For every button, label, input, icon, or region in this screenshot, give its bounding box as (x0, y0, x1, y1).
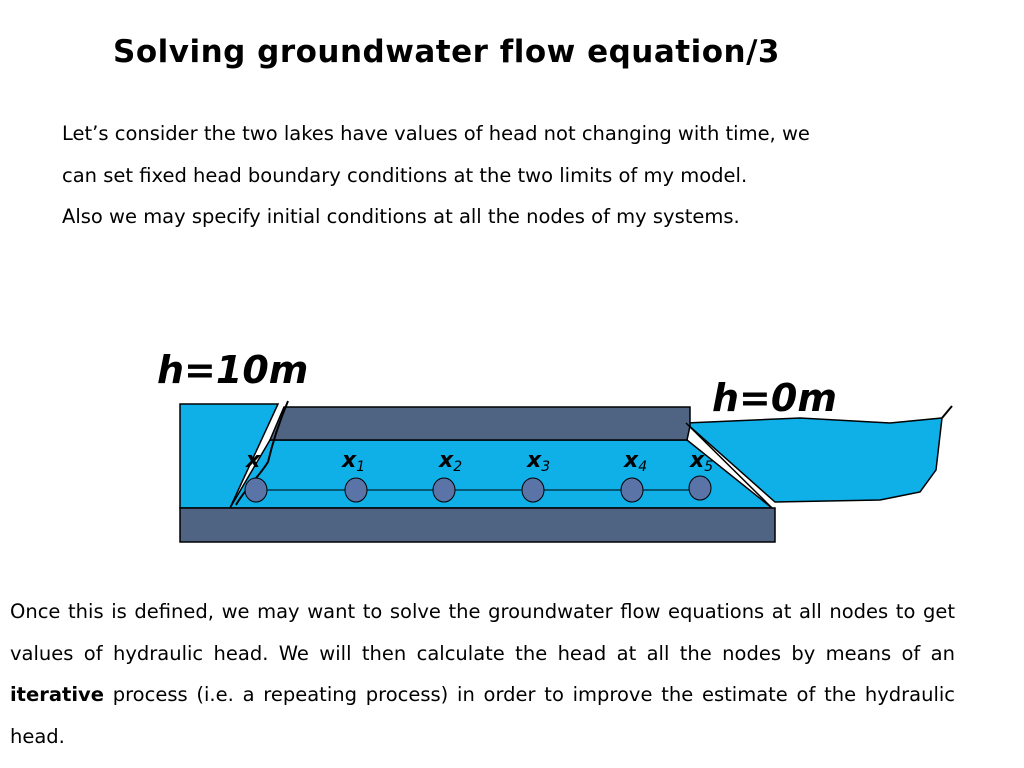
right-lake (684, 417, 943, 503)
outro-text-part-2: process (i.e. a repeating process) in or… (10, 683, 955, 748)
node-2 (432, 477, 456, 503)
node-label-1: x1 (341, 448, 365, 475)
node-label-3-var: x (526, 448, 542, 473)
node-label-2-sub: 2 (453, 459, 462, 475)
node-label-1-var: x (341, 448, 357, 473)
outro-text-part-1: Once this is defined, we may want to sol… (10, 600, 955, 665)
aquifer-diagram: x x1 x2 x3 x4 x5 h=10m h=0m (157, 348, 953, 543)
node-label-2: x2 (438, 448, 462, 475)
node-3 (521, 477, 545, 503)
node-label-0-var: x (245, 448, 261, 473)
node-1 (344, 477, 368, 503)
node-0 (244, 477, 268, 503)
right-lake-shore (941, 405, 953, 419)
right-head-label: h=0m (712, 376, 837, 420)
outro-bold-term: iterative (10, 683, 104, 706)
intro-line-2: can set fixed head boundary conditions a… (62, 163, 748, 187)
node-label-0: x (245, 448, 261, 473)
lower-confining-layer (179, 507, 776, 543)
node-label-3-sub: 3 (541, 459, 550, 475)
node-label-5: x5 (689, 448, 713, 475)
node-label-5-sub: 5 (704, 459, 713, 475)
slide-title: Solving groundwater flow equation/3 (113, 34, 780, 70)
intro-text: Let’s consider the two lakes have values… (62, 113, 1012, 238)
node-label-3: x3 (526, 448, 550, 475)
left-head-label: h=10m (157, 348, 308, 392)
right-bank-line (685, 422, 773, 509)
node-5 (688, 475, 712, 501)
upper-confining-layer (268, 406, 691, 441)
node-label-4: x4 (623, 448, 647, 475)
node-label-4-var: x (623, 448, 639, 473)
intro-line-1: Let’s consider the two lakes have values… (62, 122, 810, 145)
node-label-2-var: x (438, 448, 454, 473)
node-label-5-var: x (689, 448, 705, 473)
intro-line-3: Also we may specify initial conditions a… (62, 205, 740, 228)
node-label-1-sub: 1 (356, 459, 365, 475)
node-label-4-sub: 4 (638, 459, 647, 475)
node-4 (620, 477, 644, 503)
outro-paragraph: Once this is defined, we may want to sol… (10, 591, 955, 757)
